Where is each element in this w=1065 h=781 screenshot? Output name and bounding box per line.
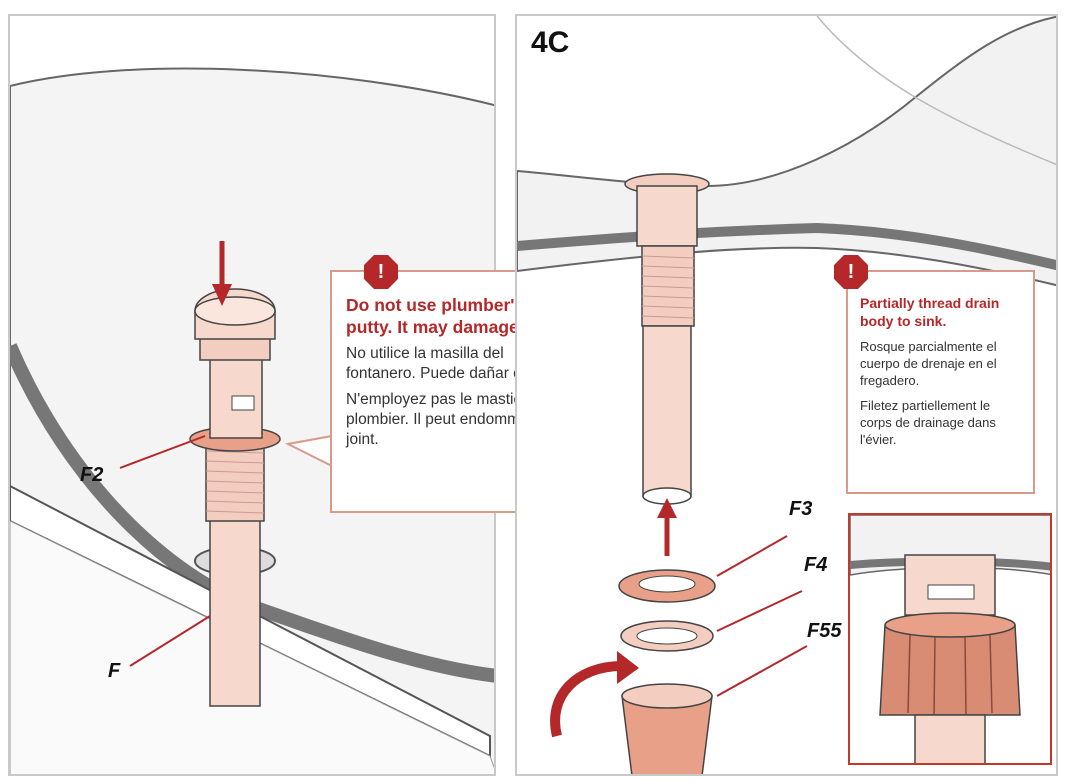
part-label-f2: F2 — [80, 464, 104, 486]
callout-right-title-en: Partially thread drain body to sink. — [860, 295, 1000, 329]
drain-tailpiece-right — [642, 325, 692, 497]
leader-f3 — [716, 535, 788, 577]
thread-lines — [205, 450, 265, 514]
leader-f4 — [716, 590, 803, 632]
part-label-f55: F55 — [807, 620, 842, 642]
callout-title-en: Do not use plumber's putty. It may damag… — [346, 295, 563, 337]
up-arrow-head — [657, 498, 677, 518]
step-label: 4C — [531, 26, 570, 59]
inset-nut — [879, 624, 1021, 716]
inset-tailpiece — [914, 714, 986, 763]
washer-f3-hole — [638, 575, 696, 593]
drain-upper — [636, 185, 698, 247]
callout-right-text-es: Rosque parcialmente el cuerpo de drenaje… — [860, 339, 997, 388]
warning-icon: ! — [363, 254, 399, 290]
leader-f — [129, 615, 211, 667]
washer-f4-hole — [636, 627, 698, 645]
inset-nut-ribs — [907, 634, 993, 716]
warning-icon-right: ! — [833, 254, 869, 290]
drain-tailpiece — [209, 495, 261, 707]
thread-lines-right — [641, 255, 695, 319]
callout-right-text-fr: Filetez partiellement le corps de draina… — [860, 398, 996, 447]
nut-f55-top — [621, 683, 713, 709]
callout-text-es: No utilice la masilla del fontanero. Pue… — [346, 345, 566, 382]
inset-artwork — [850, 515, 1050, 763]
stopper-collar — [199, 335, 271, 361]
right-illustration-panel: 4C F3 F4 F55 — [515, 14, 1058, 776]
part-label-f4: F4 — [804, 554, 828, 576]
left-panel-artwork — [10, 67, 494, 774]
leader-f2 — [119, 435, 206, 469]
part-label-f: F — [108, 660, 121, 682]
warning-callout-thread: Partially thread drain body to sink. Ros… — [846, 270, 1035, 494]
inset-nut-top — [884, 612, 1016, 638]
left-illustration-panel: F2 F — [8, 14, 496, 776]
down-arrow-head — [212, 284, 232, 306]
stopper-top — [194, 296, 276, 326]
part-label-f3: F3 — [789, 498, 813, 520]
counter-rim — [517, 222, 1056, 271]
detail-inset — [848, 513, 1052, 765]
inset-slot — [927, 584, 975, 600]
rotation-arrow — [550, 661, 623, 738]
leader-f55 — [716, 645, 808, 697]
bowl-curve — [816, 16, 1056, 166]
callout-text-fr: N'employez pas le mastic du plombier. Il… — [346, 391, 568, 448]
right-panel-artwork — [517, 16, 1056, 774]
drain-slot — [231, 395, 255, 411]
rotation-arrow-head — [617, 651, 639, 684]
